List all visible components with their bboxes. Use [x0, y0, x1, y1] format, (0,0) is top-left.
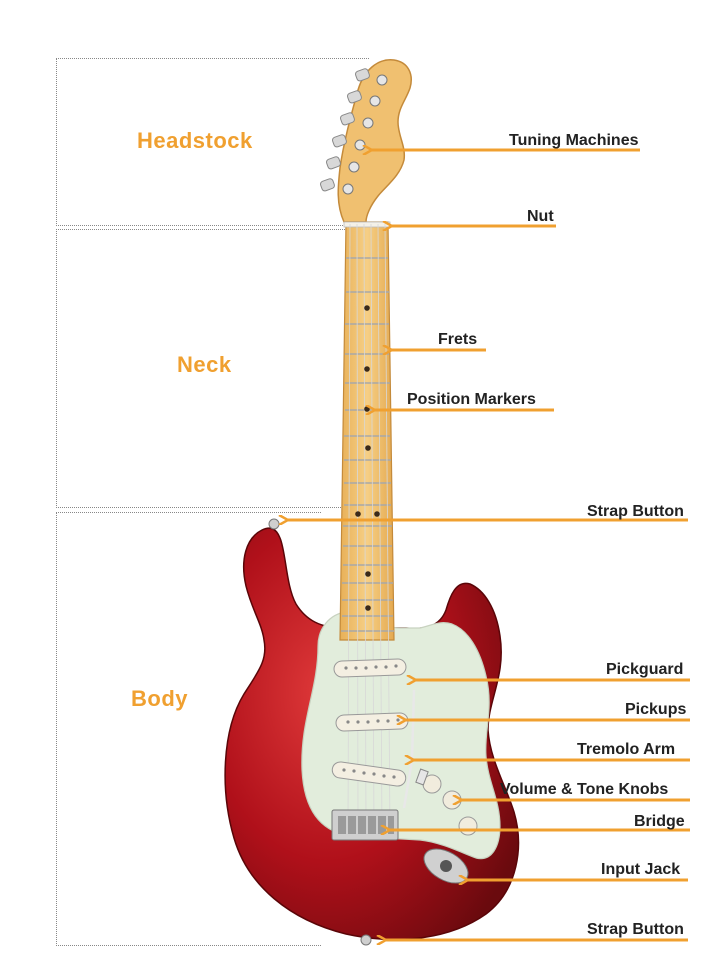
pickups: [331, 658, 409, 787]
frets: [341, 257, 394, 632]
label-frets: Frets: [438, 331, 478, 348]
nut: [343, 221, 391, 228]
label-nut: Nut: [527, 208, 554, 225]
tuning-machines: [319, 68, 388, 195]
label-bridge: Bridge: [634, 813, 685, 830]
neck-section-box: [56, 229, 347, 508]
label-pickups: Pickups: [625, 701, 687, 718]
neck-title: Neck: [177, 352, 232, 377]
strap-button-bottom-icon: [360, 934, 372, 946]
bridge: [331, 809, 399, 841]
body-title: Body: [131, 686, 188, 711]
headstock-section-box: [56, 58, 369, 226]
label-tuning-machines: Tuning Machines: [509, 132, 639, 149]
label-strap-button-bottom: Strap Button: [587, 921, 684, 938]
label-position-markers: Position Markers: [407, 391, 536, 408]
strap-button-top-icon: [268, 518, 280, 530]
headstock: [337, 59, 412, 223]
label-input-jack: Input Jack: [601, 861, 681, 878]
label-volume-tone-knobs: Volume & Tone Knobs: [500, 781, 669, 798]
headstock-title: Headstock: [137, 128, 253, 153]
label-pickguard: Pickguard: [606, 661, 684, 678]
callout-arrows: [286, 150, 690, 940]
label-strap-button-top: Strap Button: [587, 503, 684, 520]
label-tremolo-arm: Tremolo Arm: [577, 741, 676, 758]
body-section-box: [56, 512, 321, 946]
